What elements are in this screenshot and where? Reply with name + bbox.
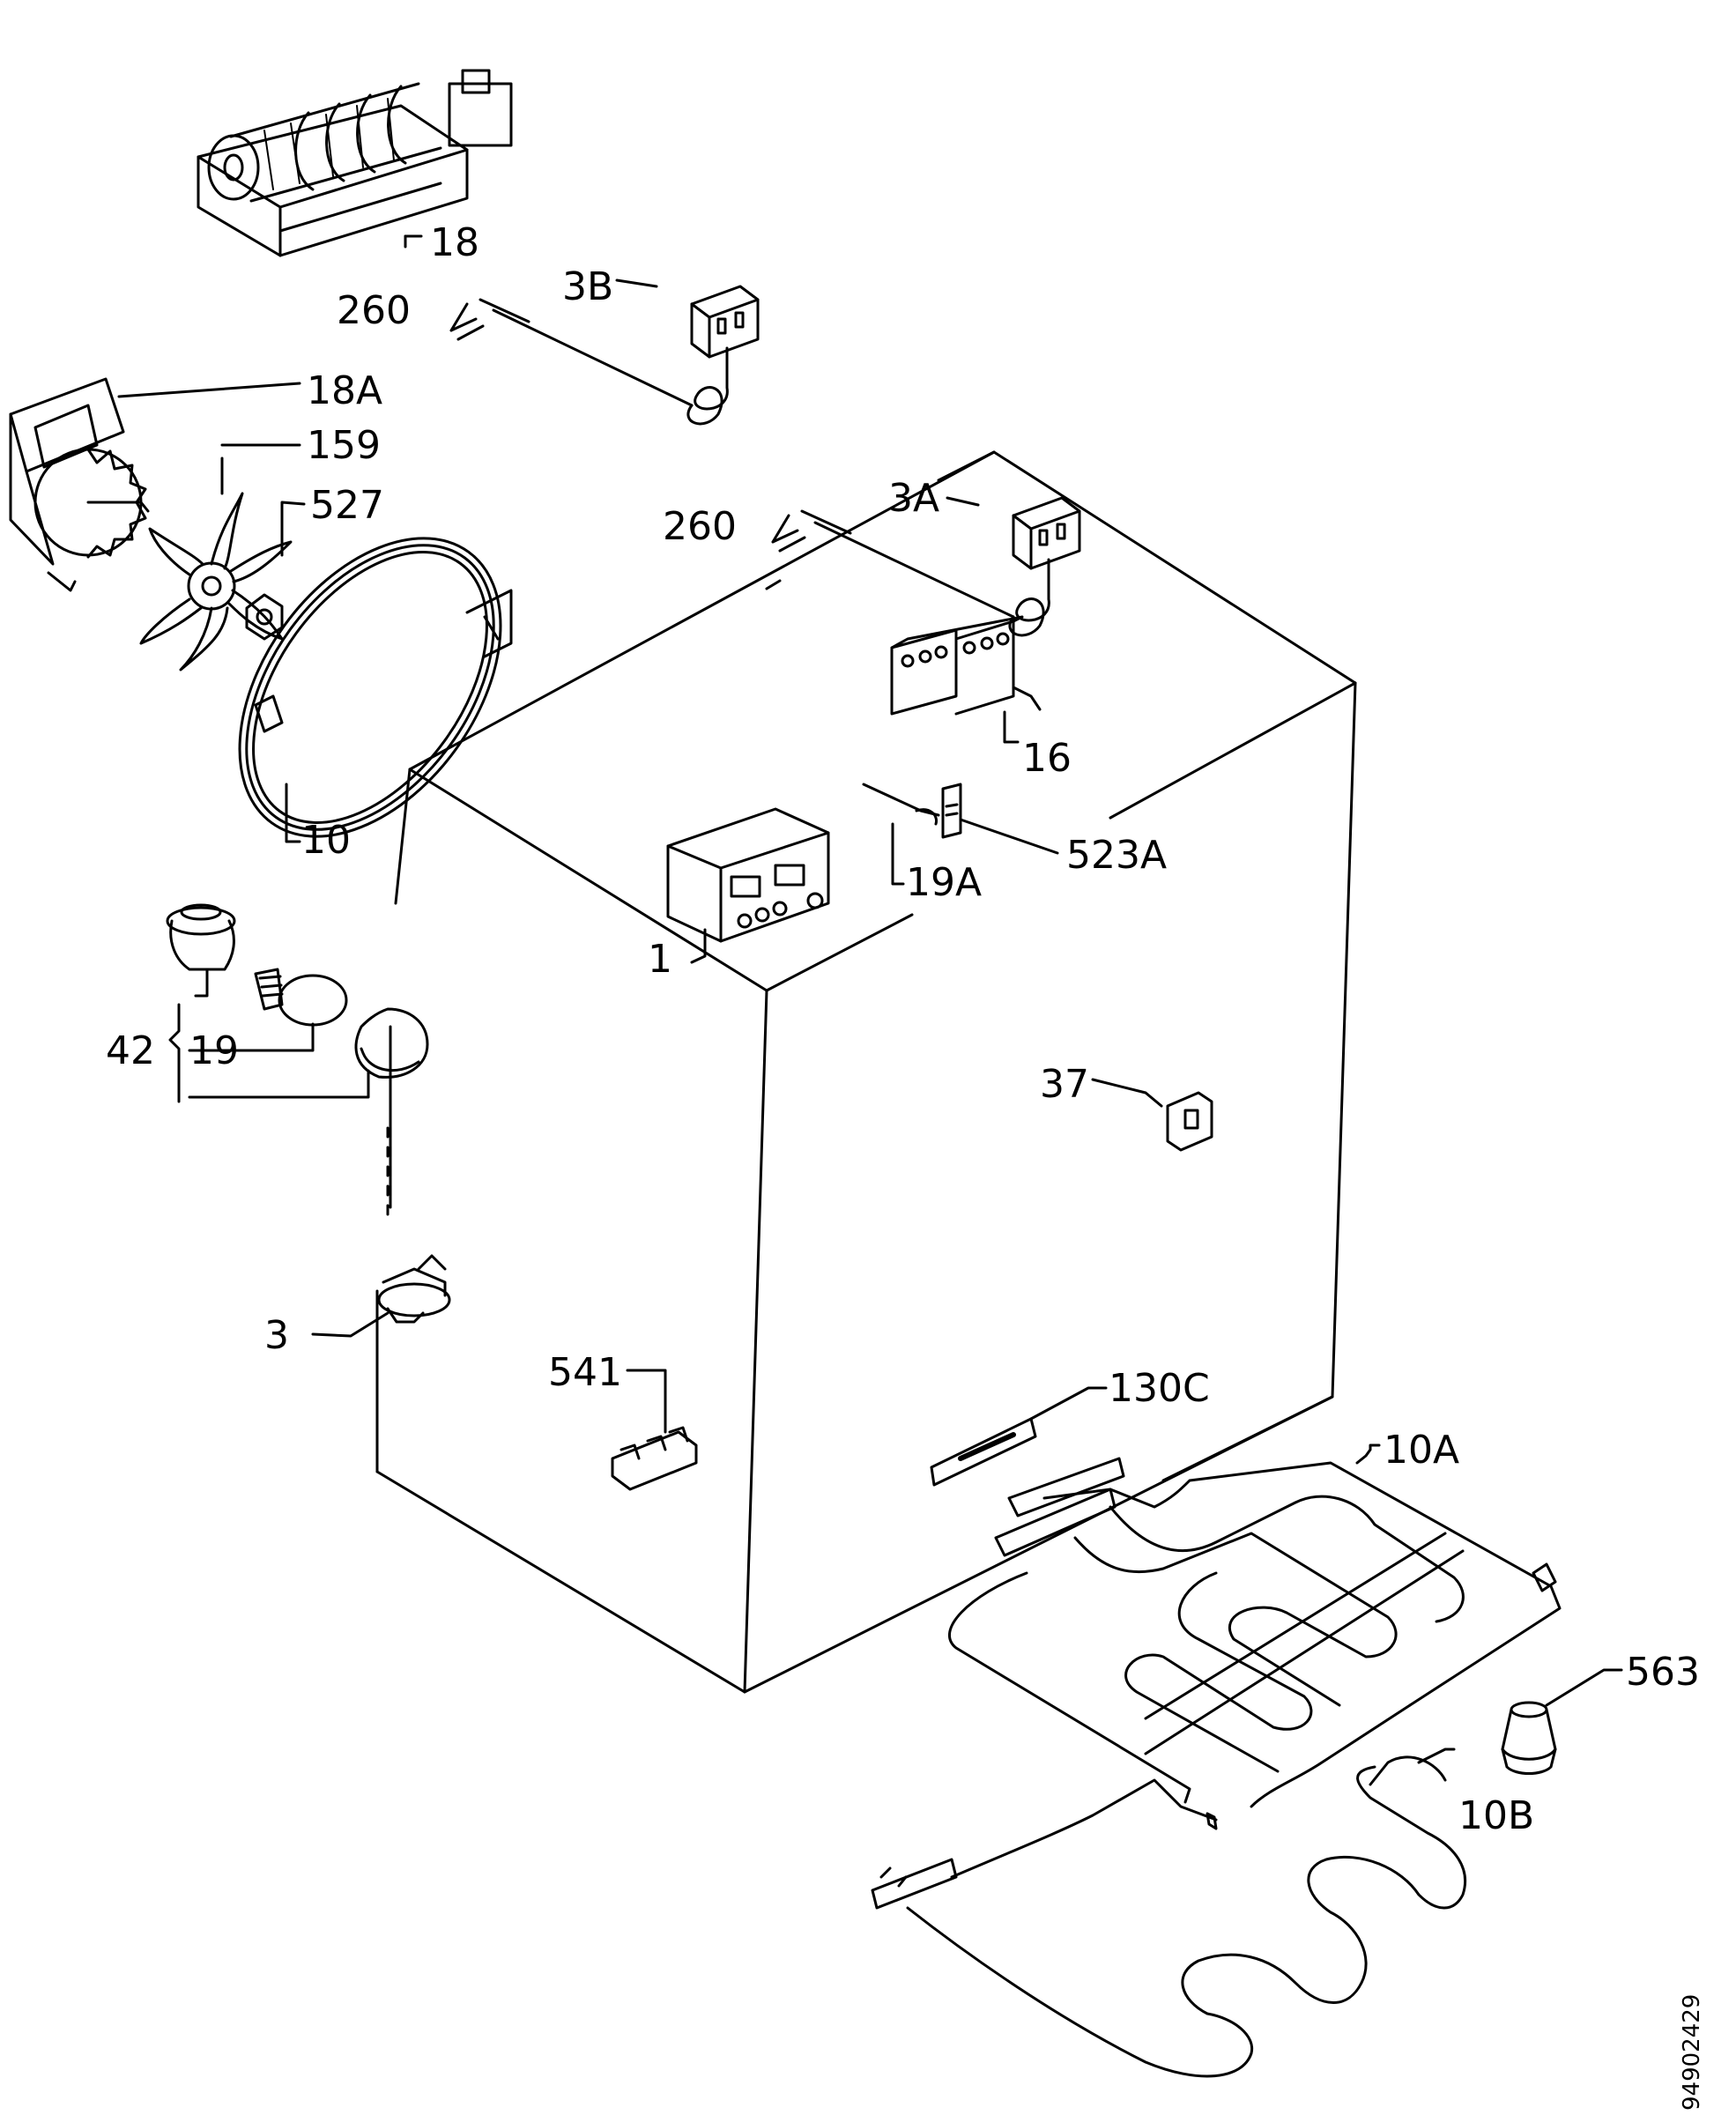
label-19a: 19A bbox=[906, 860, 982, 905]
label-3b: 3B bbox=[562, 264, 613, 309]
seal-plate bbox=[931, 1388, 1106, 1485]
label-10a: 10A bbox=[1384, 1428, 1459, 1473]
label-1: 1 bbox=[648, 937, 672, 982]
fan-motor bbox=[11, 379, 300, 590]
fan-impeller bbox=[141, 445, 300, 670]
label-3: 3 bbox=[264, 1313, 289, 1358]
label-18a: 18A bbox=[307, 368, 382, 413]
selector-switch bbox=[892, 617, 1040, 742]
grill-element bbox=[949, 1445, 1560, 1807]
label-260-top: 260 bbox=[337, 288, 411, 333]
label-42: 42 bbox=[106, 1028, 155, 1073]
heating-ring bbox=[186, 490, 554, 885]
sensor-and-clip bbox=[864, 784, 1057, 884]
label-130c: 130C bbox=[1109, 1366, 1210, 1411]
oven-cabinet bbox=[377, 452, 1355, 1692]
label-159: 159 bbox=[307, 423, 381, 468]
label-527: 527 bbox=[310, 483, 384, 528]
label-16: 16 bbox=[1022, 736, 1072, 781]
label-563: 563 bbox=[1626, 1650, 1700, 1695]
label-541: 541 bbox=[548, 1350, 622, 1395]
thermostat-3a bbox=[773, 498, 1079, 635]
label-19: 19 bbox=[189, 1028, 239, 1073]
label-523a: 523A bbox=[1066, 833, 1167, 878]
document-number: 94902429 bbox=[1679, 1994, 1705, 2111]
bottom-element bbox=[872, 1749, 1465, 2076]
label-3a: 3A bbox=[888, 476, 939, 521]
door-switch bbox=[1093, 1080, 1212, 1150]
label-10b: 10B bbox=[1458, 1793, 1534, 1838]
safety-thermostat bbox=[313, 1256, 449, 1336]
electronic-timer bbox=[668, 809, 828, 962]
part-labels: 18 3B 260 18A 159 527 3A 260 16 10 19A 5… bbox=[106, 220, 1705, 2111]
tangential-fan bbox=[198, 70, 511, 256]
label-260-mid: 260 bbox=[663, 504, 737, 549]
cap-nut bbox=[1502, 1670, 1621, 1774]
oven-lamp bbox=[167, 905, 427, 1102]
label-18: 18 bbox=[430, 220, 479, 265]
thermostat-3b bbox=[451, 280, 758, 424]
label-10: 10 bbox=[301, 818, 351, 863]
terminal-block bbox=[612, 1370, 696, 1489]
label-37: 37 bbox=[1040, 1062, 1089, 1107]
